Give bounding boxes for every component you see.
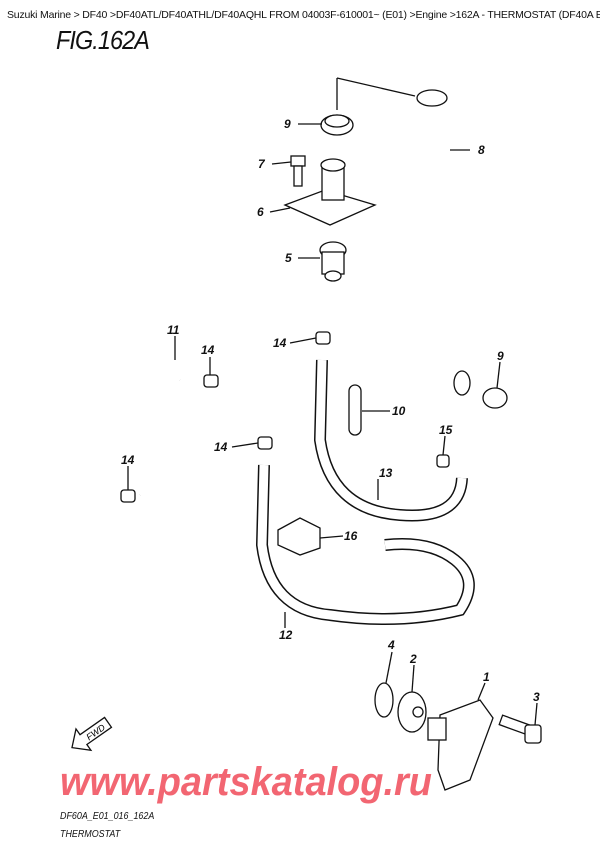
callout-11[interactable]: 11 <box>167 323 180 337</box>
callout-14[interactable]: 14 <box>121 453 135 467</box>
callout-14[interactable]: 14 <box>273 336 287 350</box>
part-1-cover[interactable] <box>427 699 494 791</box>
callout-13[interactable]: 13 <box>379 466 393 480</box>
part-2-thermostat[interactable] <box>397 691 427 733</box>
part-9-clamp[interactable] <box>482 387 508 409</box>
callout-2[interactable]: 2 <box>409 652 417 666</box>
callout-8[interactable]: 8 <box>478 143 485 157</box>
callout-12[interactable]: 12 <box>279 628 293 642</box>
footer-code: DF60A_E01_016_162A <box>60 810 155 822</box>
callout-14[interactable]: 14 <box>214 440 228 454</box>
callout-15[interactable]: 15 <box>439 423 453 437</box>
part-5-thermostat[interactable] <box>319 241 347 282</box>
part-15-clamp[interactable] <box>436 454 450 468</box>
part-10-pipe[interactable] <box>348 384 362 436</box>
callout-5[interactable]: 5 <box>285 251 292 265</box>
part-3-bolt[interactable] <box>498 714 542 744</box>
part-14-clamp[interactable] <box>315 331 331 345</box>
figure-title: FIG.162A <box>56 25 150 55</box>
callout-16[interactable]: 16 <box>344 529 358 543</box>
part-16-holder[interactable] <box>277 517 321 556</box>
callout-10[interactable]: 10 <box>392 404 406 418</box>
fwd-arrow-icon: FWD <box>71 716 113 752</box>
breadcrumb[interactable]: Suzuki Marine > DF40 >DF40ATL/DF40ATHL/D… <box>7 9 600 21</box>
part-14-clamp[interactable] <box>203 374 219 388</box>
callout-14[interactable]: 14 <box>201 343 215 357</box>
part-4-o-ring[interactable] <box>374 682 394 718</box>
footer-name: THERMOSTAT <box>60 828 121 840</box>
part-14-clamp[interactable] <box>120 489 136 503</box>
part-9-clamp[interactable] <box>320 77 416 136</box>
callout-1[interactable]: 1 <box>483 670 490 684</box>
callout-3[interactable]: 3 <box>533 690 540 704</box>
part-7-bolt[interactable] <box>290 155 306 187</box>
callout-9[interactable]: 9 <box>284 117 291 131</box>
part-6-cover[interactable] <box>283 158 377 226</box>
callout-9[interactable]: 9 <box>497 349 504 363</box>
part-14-clamp[interactable] <box>257 436 273 450</box>
callout-6[interactable]: 6 <box>257 205 264 219</box>
callout-4[interactable]: 4 <box>387 638 395 652</box>
callout-7[interactable]: 7 <box>258 157 266 171</box>
watermark: www.partskatalog.ru <box>60 760 432 804</box>
part-8-hose[interactable] <box>379 89 471 403</box>
